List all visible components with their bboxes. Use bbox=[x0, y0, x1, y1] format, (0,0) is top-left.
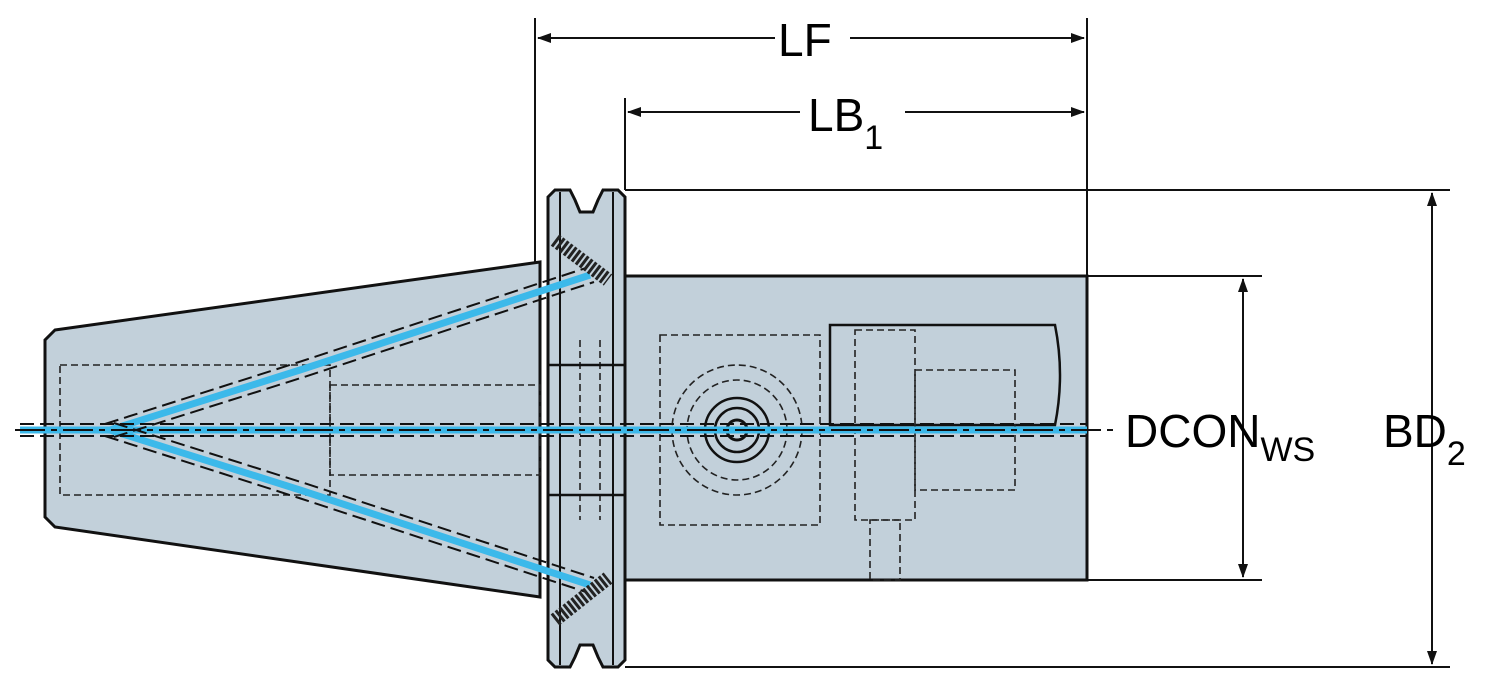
screw-top bbox=[550, 234, 613, 286]
label-bd2: BD2 bbox=[1383, 405, 1466, 473]
screw-bottom bbox=[550, 572, 613, 626]
dimension-lines bbox=[534, 18, 1450, 668]
label-dcon-ws: DCONWS bbox=[1125, 405, 1315, 469]
inner-bore bbox=[828, 323, 1062, 427]
label-lb1: LB1 bbox=[808, 89, 883, 157]
label-lf: LF bbox=[778, 14, 832, 66]
